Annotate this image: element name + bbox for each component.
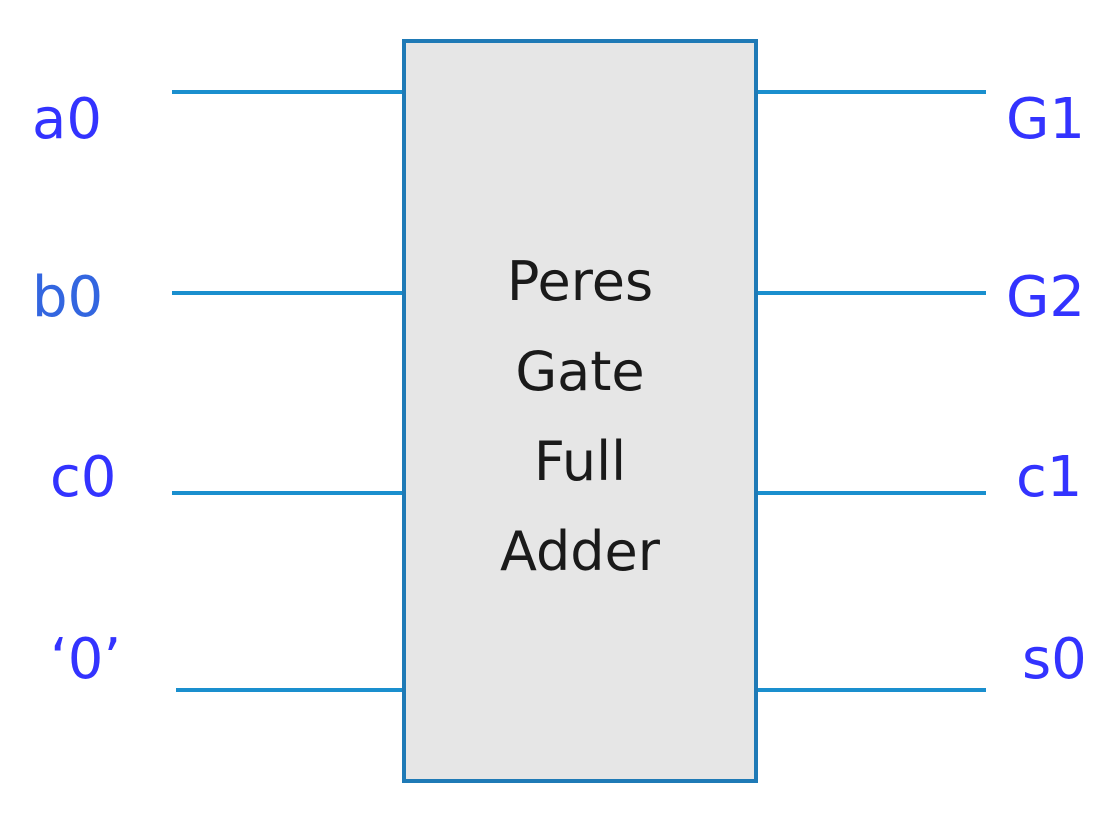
gate-title-line-1: Peres <box>507 250 653 313</box>
gate-title-line-3: Full <box>534 430 626 493</box>
input-label-c0: c0 <box>50 445 116 510</box>
gate-box <box>402 39 758 783</box>
output-label-s0: s0 <box>1022 627 1087 692</box>
input-label-a0: a0 <box>32 87 102 152</box>
output-label-c1: c1 <box>1016 445 1082 510</box>
output-label-g1: G1 <box>1006 87 1085 152</box>
output-label-g2: G2 <box>1006 265 1085 330</box>
gate-title-line-4: Adder <box>500 520 661 583</box>
input-label-b0: b0 <box>32 265 103 330</box>
input-label-zero: ‘0’ <box>50 627 121 692</box>
gate-title-line-2: Gate <box>515 340 644 403</box>
